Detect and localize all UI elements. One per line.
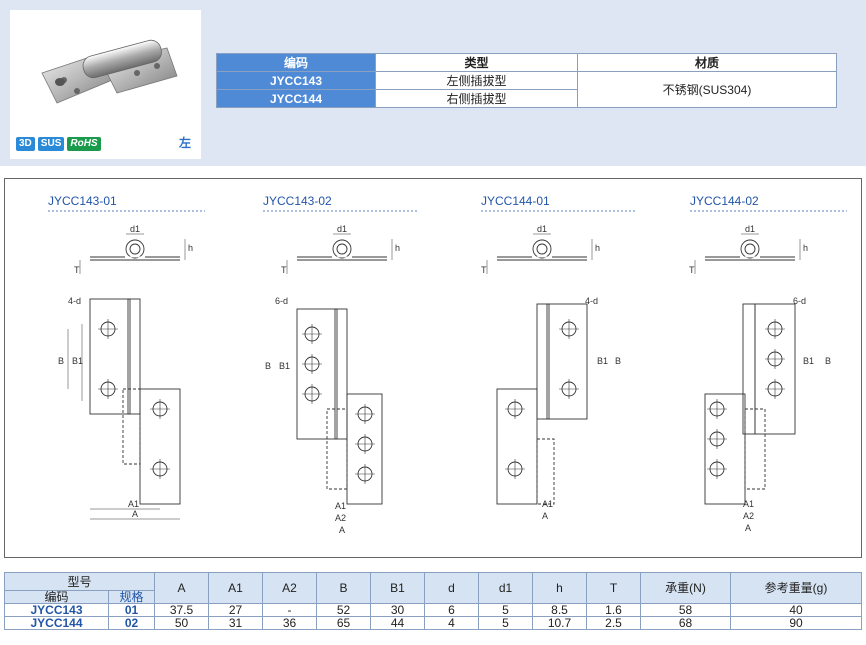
svg-text:6-d: 6-d [275, 296, 288, 306]
col-h: h [532, 572, 587, 604]
table-row: JYCC144 02 50 31 36 65 44 4 5 10.7 2.5 6… [4, 616, 862, 630]
svg-text:h: h [595, 243, 600, 253]
side-label: 左 [178, 136, 191, 150]
header-material: 材质 [577, 53, 837, 72]
svg-text:T: T [74, 265, 80, 275]
svg-text:A1: A1 [335, 501, 346, 511]
svg-text:d1: d1 [337, 224, 347, 234]
col-A1: A1 [208, 572, 263, 604]
spec-type-2: 右侧插拔型 [375, 89, 578, 108]
svg-text:B: B [615, 356, 621, 366]
col-load: 承重(N) [640, 572, 731, 604]
drawing-title-3: JYCC144-01 [481, 194, 550, 208]
spec-type-1: 左侧插拔型 [375, 71, 578, 90]
table-row: JYCC143 01 37.5 27 - 52 30 6 5 8.5 1.6 5… [4, 603, 862, 617]
header-code: 编码 [216, 53, 376, 72]
svg-text:A2: A2 [335, 513, 346, 523]
svg-text:A: A [745, 523, 751, 533]
svg-text:A1: A1 [743, 499, 754, 509]
svg-text:d1: d1 [537, 224, 547, 234]
drawing-title-1: JYCC143-01 [48, 194, 117, 208]
header-type: 类型 [375, 53, 578, 72]
svg-text:4-d: 4-d [585, 296, 598, 306]
svg-text:A: A [542, 511, 548, 521]
svg-text:d1: d1 [130, 224, 140, 234]
col-B: B [316, 572, 371, 604]
svg-text:T: T [281, 265, 287, 275]
badge-3d: 3D [16, 137, 35, 151]
svg-text:B: B [265, 361, 271, 371]
badge-rohs: RoHS [67, 137, 101, 151]
col-A: A [154, 572, 209, 604]
certification-badges: 3D SUS RoHS [16, 137, 101, 151]
svg-text:h: h [395, 243, 400, 253]
technical-drawing-panel: JYCC143-01 JYCC143-02 JYCC144-01 JYCC144… [4, 178, 862, 558]
svg-text:A: A [339, 525, 345, 535]
svg-text:A1: A1 [128, 499, 139, 509]
svg-text:B1: B1 [279, 361, 290, 371]
drawing-4: d1 h T 6-d B B1 A1 A2 A [689, 224, 831, 533]
product-photo: 3D SUS RoHS 左 [10, 10, 201, 159]
drawing-title-4: JYCC144-02 [690, 194, 759, 208]
col-T: T [586, 572, 641, 604]
svg-text:B1: B1 [597, 356, 608, 366]
model-group-header: 型号 [4, 572, 155, 591]
col-A2: A2 [262, 572, 317, 604]
drawing-title-2: JYCC143-02 [263, 194, 332, 208]
svg-text:B: B [58, 356, 64, 366]
svg-text:B1: B1 [72, 356, 83, 366]
svg-text:T: T [481, 265, 487, 275]
spec-code-2: JYCC144 [216, 89, 376, 108]
spec-header: 规格 [108, 590, 155, 604]
drawing-1: d1 h T 4-d B B1 A1 A [58, 224, 193, 520]
spec-material: 不锈钢(SUS304) [577, 71, 837, 108]
col-weight: 参考重量(g) [730, 572, 862, 604]
code-header: 编码 [4, 590, 109, 604]
svg-text:A2: A2 [743, 511, 754, 521]
spec-table: 编码 类型 材质 JYCC143 左侧插拔型 不锈钢(SUS304) JYCC1… [216, 53, 837, 108]
col-d1: d1 [478, 572, 533, 604]
col-d: d [424, 572, 479, 604]
svg-text:T: T [689, 265, 695, 275]
hinge-photo-illustration [41, 39, 178, 104]
svg-text:A: A [132, 509, 138, 519]
drawing-2: d1 h T 6-d B B1 A1 A2 A [265, 224, 400, 535]
svg-text:6-d: 6-d [793, 296, 806, 306]
svg-text:d1: d1 [745, 224, 755, 234]
svg-text:h: h [803, 243, 808, 253]
svg-text:B: B [825, 356, 831, 366]
drawings-svg: JYCC143-01 JYCC143-02 JYCC144-01 JYCC144… [48, 194, 847, 535]
spec-code-1: JYCC143 [216, 71, 376, 90]
svg-text:B1: B1 [803, 356, 814, 366]
drawing-3: d1 h T 4-d B B1 A1 A [481, 224, 621, 521]
badge-sus: SUS [37, 137, 65, 151]
svg-text:A1: A1 [542, 499, 553, 509]
svg-text:4-d: 4-d [68, 296, 81, 306]
col-B1: B1 [370, 572, 425, 604]
header-band: 3D SUS RoHS 左 编码 类型 材质 JYCC143 左侧插拔型 不锈钢… [0, 0, 866, 166]
dimension-table: 型号 A A1 A2 B B1 d d1 h T 承重(N) 参考重量(g) 编… [4, 572, 862, 630]
svg-text:h: h [188, 243, 193, 253]
